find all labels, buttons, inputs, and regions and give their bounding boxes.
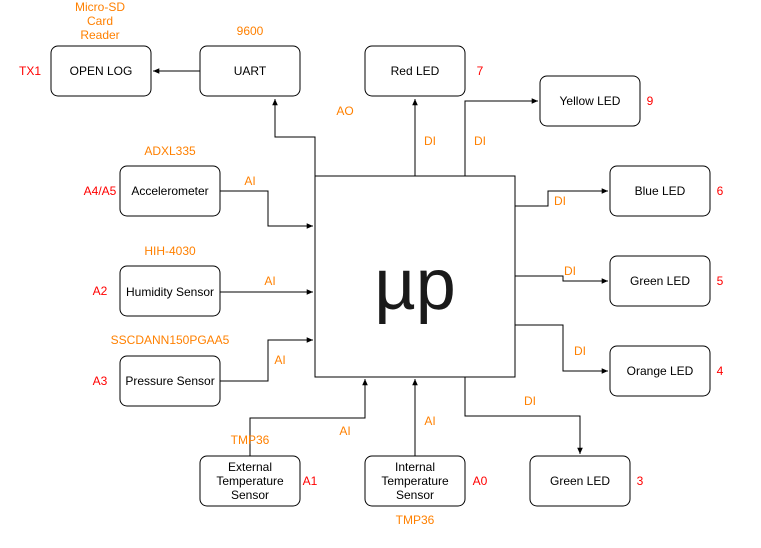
- pin-yellow-led: 9: [647, 94, 654, 108]
- wire-mcu-to-green-led-3: [464, 377, 583, 454]
- wire-mcu-to-blue-led: [515, 188, 608, 207]
- micro-sd-line-2: Card: [87, 14, 113, 28]
- internal-temp-line-2: Temperature: [381, 474, 449, 488]
- orange-led-block: Orange LED: [609, 345, 711, 397]
- microprocessor-block: µp: [314, 175, 516, 378]
- red-led-label: Red LED: [391, 64, 440, 78]
- pin-int-temp: A0: [473, 474, 488, 488]
- blue-led-label: Blue LED: [635, 184, 686, 198]
- tmp36-internal-label: TMP36: [396, 513, 435, 527]
- humidity-sensor-label: Humidity Sensor: [126, 285, 214, 299]
- wire-mcu-to-green-led-5: [515, 275, 608, 284]
- connectors: [153, 68, 608, 456]
- internal-temperature-sensor-block: Internal Temperature Sensor: [364, 455, 466, 507]
- signal-di-yellow: DI: [474, 134, 486, 148]
- pin-ext-temp: A1: [303, 474, 318, 488]
- pin-humidity: A2: [93, 284, 108, 298]
- adxl335-label: ADXL335: [144, 144, 196, 158]
- pin-annotations: TX1 7 9 A4/A5 6 A2 5 A3 4 A1 A0 3: [19, 64, 724, 488]
- uart-label: UART: [234, 64, 267, 78]
- pin-green-led-3: 3: [637, 474, 644, 488]
- hih4030-label: HIH-4030: [144, 244, 196, 258]
- uart-block: UART: [199, 45, 301, 97]
- wire-ext-temp-to-mcu: [249, 379, 368, 456]
- sscdann-label: SSCDANN150PGAA5: [111, 333, 230, 347]
- accelerometer-block: Accelerometer: [119, 165, 221, 217]
- signal-ai-pressure: AI: [274, 353, 285, 367]
- pressure-sensor-label: Pressure Sensor: [125, 374, 214, 388]
- microprocessor-label: µp: [374, 245, 456, 325]
- micro-sd-line-1: Micro-SD: [75, 0, 125, 14]
- tmp36-external-label: TMP36: [231, 433, 270, 447]
- micro-sd-line-3: Reader: [80, 28, 119, 42]
- pressure-sensor-block: Pressure Sensor: [119, 355, 221, 407]
- pin-accelerometer: A4/A5: [84, 184, 117, 198]
- green-led-5-label: Green LED: [630, 274, 690, 288]
- red-led-block: Red LED: [364, 45, 466, 97]
- open-log-block: OPEN LOG: [50, 45, 152, 97]
- wire-mcu-to-orange-led: [515, 324, 608, 374]
- wire-accelerometer-to-mcu: [220, 190, 313, 229]
- green-led-3-label: Green LED: [550, 474, 610, 488]
- humidity-sensor-block: Humidity Sensor: [119, 265, 221, 317]
- signal-di-green-3: DI: [524, 394, 536, 408]
- external-temp-line-2: Temperature: [216, 474, 284, 488]
- orange-led-label: Orange LED: [627, 364, 694, 378]
- pin-orange-led: 4: [717, 364, 724, 378]
- yellow-led-label: Yellow LED: [560, 94, 621, 108]
- signal-ai-accel: AI: [244, 174, 255, 188]
- signal-di-red: DI: [424, 134, 436, 148]
- pin-red-led: 7: [477, 64, 484, 78]
- accelerometer-label: Accelerometer: [131, 184, 208, 198]
- signal-ao: AO: [336, 104, 353, 118]
- pin-pressure: A3: [93, 374, 108, 388]
- external-temp-line-3: Sensor: [231, 488, 269, 502]
- internal-temp-line-3: Sensor: [396, 488, 434, 502]
- pin-green-led-5: 5: [717, 274, 724, 288]
- signal-di-orange: DI: [574, 344, 586, 358]
- baud-rate-label: 9600: [237, 24, 264, 38]
- signal-di-blue: DI: [554, 194, 566, 208]
- signal-di-green-5: DI: [564, 264, 576, 278]
- signal-ai-int-temp: AI: [424, 414, 435, 428]
- signal-ai-ext-temp: AI: [339, 424, 350, 438]
- part-annotations: Micro-SD Card Reader 9600 ADXL335 HIH-40…: [75, 0, 435, 527]
- pin-tx1: TX1: [19, 64, 41, 78]
- blue-led-block: Blue LED: [609, 165, 711, 217]
- yellow-led-block: Yellow LED: [539, 75, 641, 127]
- wire-mcu-to-yellow-led: [464, 98, 538, 176]
- green-led-5-block: Green LED: [609, 255, 711, 307]
- signal-ai-humidity: AI: [264, 274, 275, 288]
- pin-blue-led: 6: [717, 184, 724, 198]
- internal-temp-line-1: Internal: [395, 460, 435, 474]
- wire-mcu-to-uart: [272, 99, 316, 176]
- open-log-label: OPEN LOG: [70, 64, 133, 78]
- wire-pressure-to-mcu: [220, 337, 313, 382]
- external-temperature-sensor-block: External Temperature Sensor: [199, 455, 301, 507]
- external-temp-line-1: External: [228, 460, 272, 474]
- green-led-3-block: Green LED: [529, 455, 631, 507]
- signal-annotations: AO DI DI AI DI AI DI AI DI DI AI AI: [244, 104, 586, 438]
